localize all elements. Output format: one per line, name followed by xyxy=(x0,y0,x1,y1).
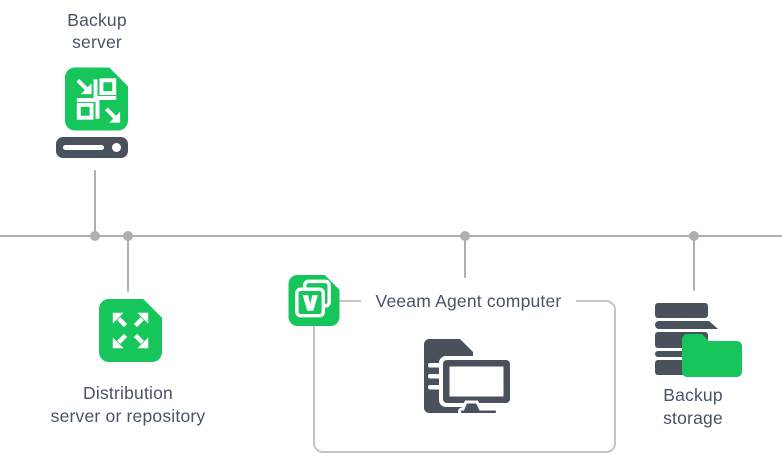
backup-server-label-line1: Backup xyxy=(67,10,127,30)
distribution-label-line2: server or repository xyxy=(50,406,206,426)
backup-storage-icon xyxy=(655,303,742,377)
backup-storage-label-line2: storage xyxy=(663,408,723,428)
connector-dot-agent xyxy=(460,231,470,241)
server-drive-icon xyxy=(56,137,128,158)
connector-storage xyxy=(693,240,695,291)
backup-storage-label-line1: Backup xyxy=(663,385,723,405)
connector-dot-storage xyxy=(689,231,699,241)
network-line xyxy=(0,235,782,237)
agent-computer-icon xyxy=(424,339,514,416)
connector-distribution xyxy=(127,240,129,292)
connector-dot-distribution xyxy=(123,231,133,241)
distribution-label-line1: Distribution xyxy=(83,383,173,403)
connector-agent xyxy=(464,240,466,278)
distribution-server-icon xyxy=(99,299,162,362)
connector-backup-server xyxy=(94,170,96,234)
backup-storage-label: Backup storage xyxy=(623,384,763,430)
backup-server-label-line2: server xyxy=(72,32,122,52)
veeam-agent-badge-icon xyxy=(288,275,340,326)
backup-server-label: Backup server xyxy=(27,9,167,53)
distribution-server-label: Distribution server or repository xyxy=(8,382,248,428)
agent-box-title: Veeam Agent computer xyxy=(361,290,576,312)
backup-server-icon xyxy=(65,67,128,131)
connector-dot-backup-server xyxy=(90,231,100,241)
